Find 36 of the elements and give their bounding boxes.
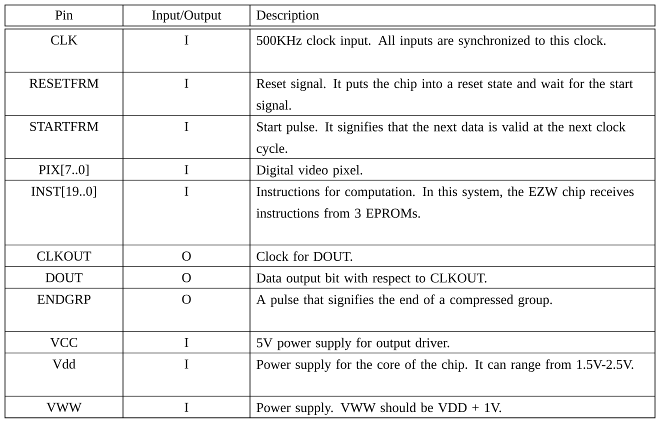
direction-code: I bbox=[184, 402, 188, 412]
direction-code: I bbox=[184, 122, 188, 131]
direction-code: I bbox=[184, 186, 188, 196]
direction-code: I bbox=[184, 165, 188, 174]
pin-name: PIX[7..0] bbox=[38, 164, 88, 176]
description-text: A pulse that signifies the end of a compressed group. bbox=[256, 294, 552, 307]
pin-name: VWW bbox=[46, 402, 82, 412]
description-text: 500KHz clock input. All inputs are synchronized to this clock. bbox=[257, 35, 606, 48]
pin-name: ENDGRP bbox=[37, 294, 90, 304]
description-text: 5V power supply for output driver. bbox=[257, 338, 450, 350]
description-text: Instructions for computation. In this system, the EZW chip receives instructions from 3 EPROMs. bbox=[256, 186, 634, 218]
direction-code: O bbox=[182, 273, 191, 282]
pin-name: CLK bbox=[51, 36, 78, 45]
pin-name: VCC bbox=[50, 338, 78, 348]
pin-name: Vdd bbox=[52, 359, 76, 369]
description-text: Power supply for the core of the chip. It can range from 1.5V-2.5V. bbox=[256, 359, 634, 372]
description-text: Reset signal. It puts the chip into a reset state and wait for the start signal. bbox=[256, 78, 633, 113]
pin-name: RESETFRM bbox=[30, 78, 98, 88]
column-header: Pin bbox=[55, 10, 73, 20]
pin-name: DOUT bbox=[46, 273, 83, 282]
description-text: Clock for DOUT. bbox=[256, 251, 352, 261]
direction-code: O bbox=[182, 252, 191, 261]
description-text: Start pulse. It signifies that the next data is valid at the next clock cycle. bbox=[256, 122, 626, 156]
description-text: Digital video pixel. bbox=[256, 165, 362, 178]
pin-name: CLKOUT bbox=[37, 252, 92, 261]
direction-code: I bbox=[184, 78, 188, 88]
description-text: Data output bit with respect to CLKOUT. bbox=[256, 273, 486, 286]
column-header: Input/Output bbox=[152, 10, 222, 22]
description-text: Power supply. VWW should be VDD + 1V. bbox=[256, 402, 502, 415]
pin-name: STARTFRM bbox=[30, 122, 98, 132]
direction-code: I bbox=[184, 338, 188, 347]
direction-code: I bbox=[184, 36, 188, 44]
direction-code: O bbox=[182, 294, 191, 304]
pin-name: INST[19..0] bbox=[32, 186, 96, 198]
column-header: Description bbox=[256, 10, 319, 22]
direction-code: I bbox=[184, 360, 188, 368]
